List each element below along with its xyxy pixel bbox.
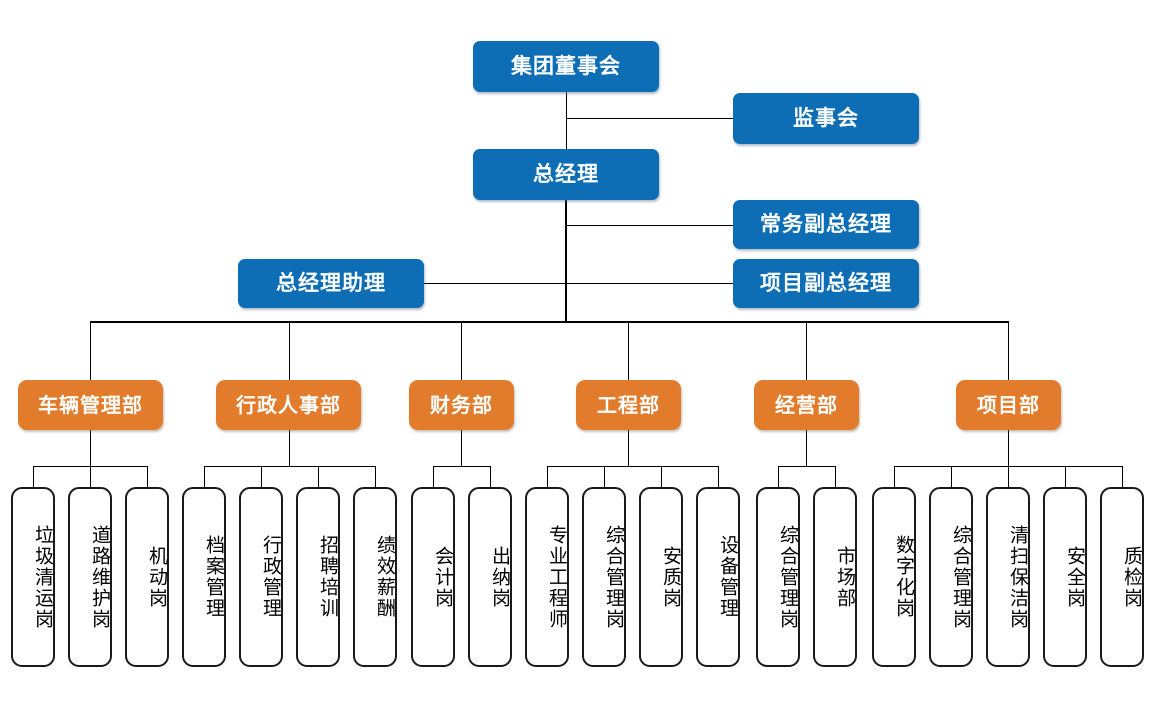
connector-dept-6-leaf-3 — [1008, 466, 1009, 487]
connector-dept-2-leaf-2 — [261, 466, 262, 487]
connector-junction-to-gm — [566, 118, 567, 150]
node-position-recruitment-training[interactable]: 招聘培训 — [296, 487, 340, 667]
connector-dept-4-leaf-2 — [604, 466, 605, 487]
connector-dept-4-leaf-1 — [547, 466, 548, 487]
connector-dept-4-leaf-3 — [661, 466, 662, 487]
connector-bus-to-dept-5 — [806, 321, 807, 380]
connector-dept-5-down — [806, 430, 807, 466]
node-position-cleaning-sanitation[interactable]: 清扫保洁岗 — [986, 487, 1030, 667]
connector-dept-3-leaf-1 — [433, 466, 434, 487]
connector-dept-2-down — [289, 430, 290, 466]
node-position-engineering-general-management[interactable]: 综合管理岗 — [582, 487, 626, 667]
connector-department-bus — [90, 321, 1008, 323]
connector-dept-3-leaf-2 — [490, 466, 491, 487]
node-position-digitalization[interactable]: 数字化岗 — [872, 487, 916, 667]
node-department-operations[interactable]: 经营部 — [754, 380, 859, 430]
connector-dept-3-down — [461, 430, 462, 466]
connector-dept-6-leaf-5 — [1122, 466, 1123, 487]
node-position-project-general-management[interactable]: 综合管理岗 — [929, 487, 973, 667]
connector-dept-6-leaf-4 — [1065, 466, 1066, 487]
node-position-waste-transport[interactable]: 垃圾清运岗 — [11, 487, 55, 667]
connector-board-to-supervisory — [566, 118, 733, 119]
node-general-manager[interactable]: 总经理 — [473, 149, 659, 200]
node-position-equipment-management[interactable]: 设备管理 — [696, 487, 740, 667]
connector-dept-2-leaf-1 — [204, 466, 205, 487]
connector-bus-to-dept-6 — [1008, 321, 1009, 380]
connector-dept-2-leaf-3 — [318, 466, 319, 487]
node-position-accounting[interactable]: 会计岗 — [411, 487, 455, 667]
node-position-professional-engineer[interactable]: 专业工程师 — [525, 487, 569, 667]
node-department-engineering[interactable]: 工程部 — [576, 380, 681, 430]
connector-dept-6-leaf-2 — [951, 466, 952, 487]
connector-gm-to-project-deputy — [566, 283, 733, 284]
connector-dept-1-leaf-3 — [147, 466, 148, 487]
connector-dept-3-bus — [433, 466, 490, 467]
node-board-of-directors[interactable]: 集团董事会 — [473, 41, 659, 92]
connector-gm-to-exec-deputy — [566, 225, 733, 226]
connector-dept-1-down — [90, 430, 91, 466]
connector-dept-5-bus — [778, 466, 835, 467]
node-supervisory-board[interactable]: 监事会 — [733, 93, 919, 144]
connector-bus-to-dept-3 — [461, 321, 462, 380]
connector-dept-2-bus — [204, 466, 375, 467]
node-position-administrative-management[interactable]: 行政管理 — [239, 487, 283, 667]
node-department-admin-hr[interactable]: 行政人事部 — [216, 380, 361, 430]
connector-dept-6-leaf-1 — [894, 466, 895, 487]
node-position-archive-management[interactable]: 档案管理 — [182, 487, 226, 667]
node-department-vehicle-management[interactable]: 车辆管理部 — [18, 380, 163, 430]
connector-dept-4-bus — [547, 466, 718, 467]
node-position-quality-inspection[interactable]: 质检岗 — [1100, 487, 1144, 667]
connector-dept-1-leaf-1 — [33, 466, 34, 487]
connector-dept-4-leaf-4 — [718, 466, 719, 487]
node-executive-deputy-gm[interactable]: 常务副总经理 — [733, 200, 919, 249]
connector-gm-spine — [565, 200, 567, 322]
connector-dept-1-leaf-2 — [90, 466, 91, 487]
node-position-market-division[interactable]: 市场部 — [813, 487, 857, 667]
connector-bus-to-dept-4 — [628, 321, 629, 380]
node-position-road-maintenance[interactable]: 道路维护岗 — [68, 487, 112, 667]
node-department-finance[interactable]: 财务部 — [409, 380, 514, 430]
connector-dept-5-leaf-2 — [835, 466, 836, 487]
connector-bus-to-dept-2 — [289, 321, 290, 380]
node-position-cashier[interactable]: 出纳岗 — [468, 487, 512, 667]
node-gm-assistant[interactable]: 总经理助理 — [238, 259, 424, 308]
node-project-deputy-gm[interactable]: 项目副总经理 — [733, 259, 919, 308]
connector-board-down — [566, 92, 567, 118]
node-position-safety-quality[interactable]: 安质岗 — [639, 487, 683, 667]
node-department-project[interactable]: 项目部 — [956, 380, 1061, 430]
connector-dept-5-leaf-1 — [778, 466, 779, 487]
connector-gm-to-gm-assistant — [424, 283, 566, 284]
connector-dept-2-leaf-4 — [375, 466, 376, 487]
node-position-safety[interactable]: 安全岗 — [1043, 487, 1087, 667]
node-position-performance-compensation[interactable]: 绩效薪酬 — [353, 487, 397, 667]
connector-bus-to-dept-1 — [90, 321, 91, 380]
node-position-mobile-duty[interactable]: 机动岗 — [125, 487, 169, 667]
connector-dept-4-down — [628, 430, 629, 466]
node-position-operations-general-management[interactable]: 综合管理岗 — [756, 487, 800, 667]
connector-dept-6-down — [1008, 430, 1009, 466]
